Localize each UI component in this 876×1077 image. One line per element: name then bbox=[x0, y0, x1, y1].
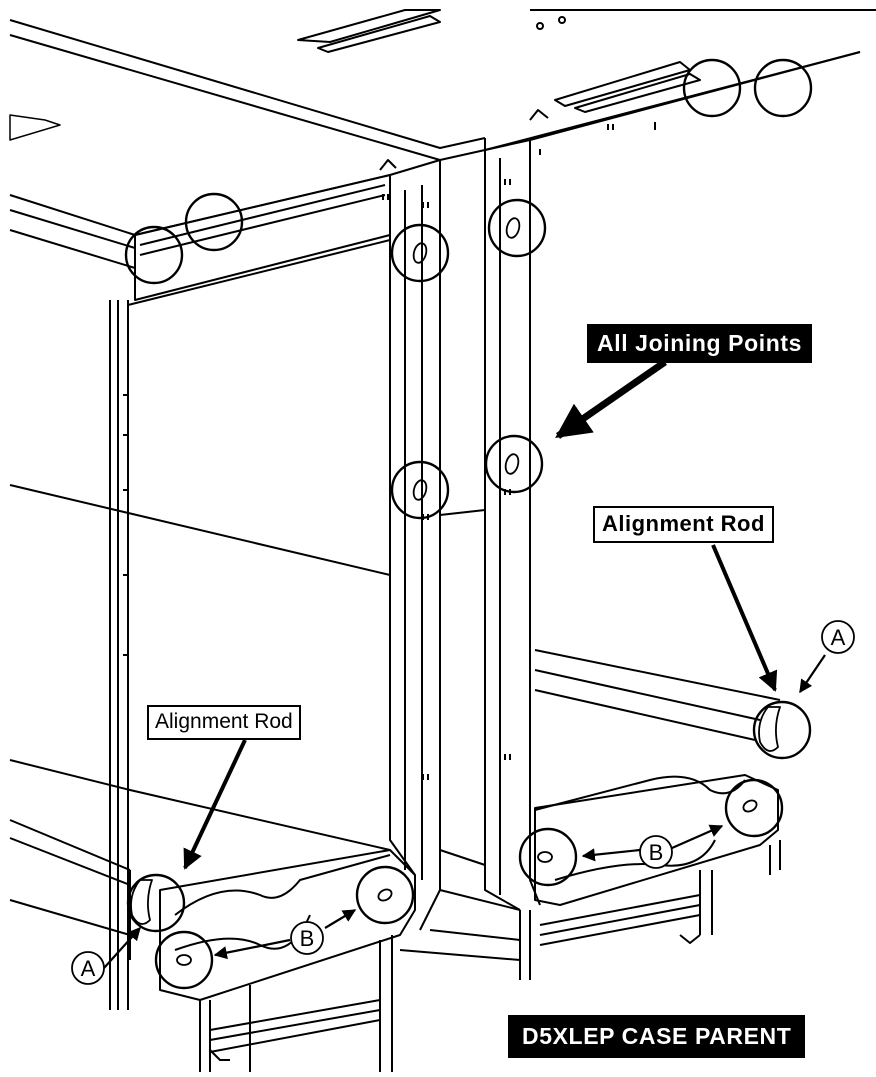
all-joining-points-label: All Joining Points bbox=[587, 324, 813, 363]
model-label: D5XLEP CASE PARENT bbox=[508, 1015, 806, 1058]
top-panel bbox=[9, 9, 876, 171]
left-base bbox=[9, 759, 416, 1072]
alignment-rod-left-label: Alignment Rod bbox=[147, 705, 301, 740]
marker-a-left-text: A bbox=[81, 956, 96, 981]
marker-b-right: B bbox=[639, 835, 673, 869]
marker-a-right: A bbox=[821, 620, 855, 654]
marker-a-left: A bbox=[71, 951, 105, 985]
joining-point-circles bbox=[124, 58, 813, 990]
letter-markers: A A B B bbox=[71, 620, 855, 985]
bolt-holes bbox=[130, 217, 781, 966]
right-case-body bbox=[439, 51, 861, 911]
alignment-rod-right-label: Alignment Rod bbox=[593, 506, 774, 543]
marker-b-left: B bbox=[290, 921, 324, 955]
marker-b-left-text: B bbox=[300, 926, 315, 951]
marker-b-right-text: B bbox=[649, 840, 664, 865]
callout-arrows bbox=[103, 359, 826, 969]
marker-a-right-text: A bbox=[831, 625, 846, 650]
left-case-body bbox=[9, 114, 441, 1010]
right-base bbox=[399, 649, 781, 980]
